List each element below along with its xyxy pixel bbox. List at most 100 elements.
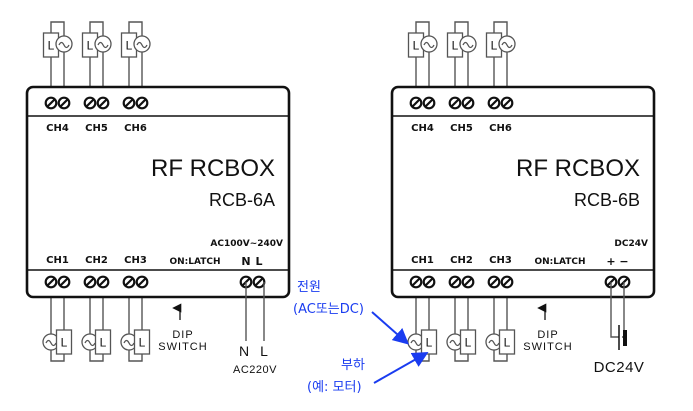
load-label: L — [100, 336, 107, 350]
supply-terminal-label: L — [260, 343, 268, 359]
channel-label: CH1 — [46, 255, 69, 266]
load-label: L — [126, 39, 133, 53]
model-number: RCB-6A — [209, 190, 275, 210]
housing — [390, 85, 656, 299]
ac-source-icon — [420, 35, 438, 53]
power-terminal-label: N — [241, 255, 250, 268]
supply-label: AC220V — [233, 364, 277, 376]
load-label: L — [139, 336, 146, 350]
screw-terminal — [487, 96, 501, 110]
load-label: L — [452, 39, 459, 53]
product-title: RF RCBOX — [151, 155, 275, 182]
dip-label: SWITCH — [158, 341, 207, 353]
ac-source-icon — [120, 333, 138, 351]
channel-label: CH6 — [489, 123, 512, 134]
load-label: L — [413, 39, 420, 53]
load-label: 부하 — [341, 358, 365, 373]
channel-label: CH3 — [489, 255, 512, 266]
load-symbol: L — [407, 32, 425, 58]
channel-label: CH6 — [124, 123, 147, 134]
channel-label: CH2 — [450, 255, 473, 266]
wire — [415, 21, 430, 36]
load-label: L — [426, 336, 433, 350]
screw-terminal — [83, 275, 97, 289]
wire — [493, 21, 508, 36]
load-label: L — [48, 39, 55, 53]
wire — [50, 350, 65, 362]
wire — [493, 350, 508, 362]
power-terminal-label: L — [255, 255, 262, 268]
latch-label: ON:LATCH — [169, 257, 220, 267]
wire — [89, 21, 104, 36]
screw-terminal — [252, 275, 266, 289]
screw-terminal — [57, 275, 71, 289]
load-symbol: L — [420, 329, 438, 355]
power-label: 전원 — [297, 280, 321, 295]
load-symbol: L — [498, 329, 516, 355]
channel-label: CH4 — [46, 123, 69, 134]
ac-source-icon — [133, 35, 151, 53]
load-sublabel: (예: 모터) — [307, 380, 362, 395]
channel-label: CH3 — [124, 255, 147, 266]
screw-terminal — [487, 275, 501, 289]
screw-terminal — [57, 96, 71, 110]
load-symbol: L — [133, 329, 151, 355]
load-label: L — [87, 39, 94, 53]
load-arrow — [373, 352, 429, 384]
load-annotation: 부하 (예: 모터) — [307, 352, 429, 395]
wire — [89, 350, 104, 362]
load-symbol: L — [120, 32, 138, 58]
wire — [128, 350, 143, 362]
latch-label: ON:LATCH — [534, 257, 585, 267]
power-sublabel: (AC또는DC) — [293, 302, 364, 317]
power-rating: AC100V~240V — [210, 239, 283, 249]
wire — [454, 350, 469, 362]
power-terminal-label: − — [619, 255, 628, 268]
product-title: RF RCBOX — [516, 155, 640, 182]
load-label: L — [504, 336, 511, 350]
screw-terminal — [500, 96, 514, 110]
screw-terminal — [96, 96, 110, 110]
screw-terminal — [122, 275, 136, 289]
channel-label: CH5 — [85, 123, 108, 134]
supply-terminal-label: N — [239, 343, 249, 359]
dip-label: SWITCH — [523, 341, 572, 353]
screw-terminal — [422, 275, 436, 289]
battery-icon — [618, 325, 627, 350]
wire — [50, 21, 65, 36]
load-symbol: L — [459, 329, 477, 355]
channel-label: CH5 — [450, 123, 473, 134]
power-arrow — [371, 311, 409, 345]
screw-terminal — [448, 275, 462, 289]
screw-terminal — [500, 275, 514, 289]
load-label: L — [465, 336, 472, 350]
screw-terminal — [135, 275, 149, 289]
channel-label: CH2 — [85, 255, 108, 266]
ac-source-icon — [498, 35, 516, 53]
screw-terminal — [422, 96, 436, 110]
screw-terminal — [96, 275, 110, 289]
wire — [128, 21, 143, 36]
screw-terminal — [461, 96, 475, 110]
supply-label: DC24V — [594, 359, 645, 376]
load-symbol: L — [55, 329, 73, 355]
screw-terminal — [83, 96, 97, 110]
screw-terminal — [122, 96, 136, 110]
ac-source-icon — [94, 35, 112, 53]
model-number: RCB-6B — [574, 190, 640, 210]
screw-terminal — [409, 275, 423, 289]
load-label: L — [61, 336, 68, 350]
power-rating: DC24V — [614, 239, 648, 249]
channel-label: CH1 — [411, 255, 434, 266]
ac-source-icon — [459, 35, 477, 53]
screw-terminal — [135, 96, 149, 110]
channel-label: CH4 — [411, 123, 434, 134]
screw-terminal — [44, 275, 58, 289]
wire — [454, 21, 469, 36]
power-annotation: 전원 (AC또는DC) — [293, 280, 409, 345]
power-terminal-label: + — [606, 255, 615, 268]
screw-terminal — [461, 275, 475, 289]
